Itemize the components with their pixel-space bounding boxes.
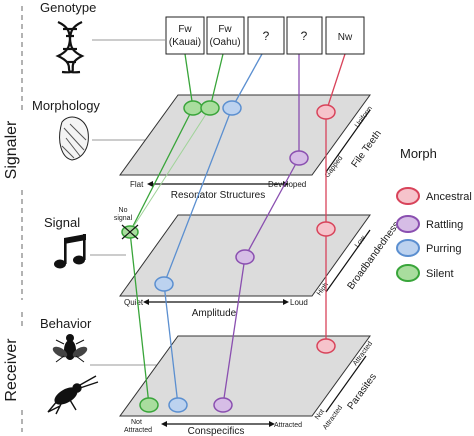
music-note-icon: [54, 234, 86, 269]
legend: Morph Ancestral Rattling Purring Silent: [396, 146, 472, 282]
legend-swatch-ancestral: [396, 187, 420, 205]
genotype-box-nw: Nw: [325, 16, 365, 55]
genotype-box-nw-label: Nw: [338, 32, 353, 43]
signal-title: Signal: [44, 215, 80, 230]
behavior-title: Behavior: [40, 316, 92, 331]
receiver-side-label: Receiver: [3, 338, 20, 402]
behavior-x-left-2: Attracted: [124, 427, 152, 434]
rattling-path-signal-behavior: [222, 256, 246, 406]
legend-label-purring: Purring: [426, 243, 461, 255]
ancestral-signal-marker: [316, 221, 336, 237]
genotype-box-fw-oahu-line1: Fw: [218, 24, 232, 35]
rattling-behavior-marker: [213, 397, 233, 413]
signal-x-right: Loud: [290, 298, 308, 307]
cricket-icon: [47, 375, 99, 415]
legend-item-rattling: Rattling: [396, 215, 463, 233]
behavior-x-left-1: Not: [131, 419, 142, 426]
silent-path-kauai: [184, 53, 194, 109]
legend-swatch-silent: [396, 264, 420, 282]
behavior-x-right: Attracted: [274, 422, 302, 429]
legend-swatch-rattling: [396, 215, 420, 233]
rattling-signal-marker: [235, 249, 255, 265]
legend-item-purring: Purring: [396, 239, 461, 257]
genotype-box-fw-kauai-line1: Fw: [178, 24, 192, 35]
silent-path-signal-behavior: [129, 231, 150, 406]
genotype-box-fw-oahu-line2: (Oahu): [209, 37, 240, 48]
legend-item-ancestral: Ancestral: [396, 187, 472, 205]
morph-y-low: Gapped: [324, 155, 344, 179]
legend-label-rattling: Rattling: [426, 219, 463, 231]
purring-path-genotype: [231, 53, 263, 109]
no-signal-cross-icon: [121, 224, 139, 240]
behavior-plane: [119, 335, 371, 417]
legend-label-silent: Silent: [426, 268, 454, 280]
behavior-x-title: Conspecifics: [188, 426, 245, 436]
ancestral-morphology-marker: [316, 104, 336, 120]
genotype-box-unknown-1: ?: [247, 16, 285, 55]
purring-path-signal-behavior: [163, 283, 179, 406]
genotype-title: Genotype: [40, 0, 96, 15]
fly-icon: [52, 334, 88, 363]
morph-x-title: Resonator Structures: [171, 190, 266, 201]
silent-path-oahu: [209, 53, 224, 109]
behavior-y-arrow: [325, 355, 367, 413]
genotype-box-fw-kauai-line2: (Kauai): [169, 37, 201, 48]
morph-y-title: File Teeth: [350, 128, 384, 169]
wing-icon: [59, 116, 89, 161]
rattling-path-morph-signal: [244, 157, 300, 258]
silent-morphology-marker-kauai: [183, 100, 203, 116]
morphology-title: Morphology: [32, 98, 100, 113]
purring-path-morph-signal: [163, 107, 233, 285]
legend-title: Morph: [400, 146, 437, 161]
silent-path-morph-signal: [129, 107, 194, 233]
legend-swatch-purring: [396, 239, 420, 257]
no-signal-label-line2: signal: [114, 215, 133, 222]
genotype-box-fw-kauai: Fw (Kauai): [165, 16, 205, 55]
purring-behavior-marker: [168, 397, 188, 413]
genotype-box-fw-oahu: Fw (Oahu): [206, 16, 245, 55]
silent-path-morph-signal-2: [129, 107, 211, 233]
behavior-x-arrowhead-left: [161, 421, 167, 427]
ancestral-behavior-marker: [316, 338, 336, 354]
signal-y-arrow: [325, 229, 371, 293]
ancestral-path-genotype: [325, 53, 346, 113]
behavior-x-arrowhead-right: [269, 421, 275, 427]
rattling-morphology-marker: [289, 150, 309, 166]
morph-x-left: Flat: [130, 180, 144, 189]
morph-x-arrowhead-left: [147, 181, 153, 187]
dna-icon: [55, 20, 85, 74]
genotype-box-unknown-2: ?: [286, 16, 323, 55]
legend-label-ancestral: Ancestral: [426, 191, 472, 203]
behavior-y-low-2: Attracted: [322, 404, 344, 431]
silent-morphology-marker-oahu: [200, 100, 220, 116]
signal-x-title: Amplitude: [192, 308, 237, 319]
signal-x-arrowhead-left: [143, 299, 149, 305]
signaler-side-label: Signaler: [3, 120, 20, 179]
morph-y-arrow: [325, 109, 371, 173]
signal-x-arrowhead-right: [283, 299, 289, 305]
morph-x-right: Developed: [268, 180, 306, 189]
silent-behavior-marker: [139, 397, 159, 413]
legend-item-silent: Silent: [396, 264, 454, 282]
purring-morphology-marker: [222, 100, 242, 116]
genotype-box-unknown-2-label: ?: [301, 29, 308, 43]
purring-signal-marker: [154, 276, 174, 292]
no-signal-label-line1: No: [119, 207, 128, 214]
signal-x-left: Quiet: [124, 298, 144, 307]
genotype-box-unknown-1-label: ?: [263, 29, 270, 43]
